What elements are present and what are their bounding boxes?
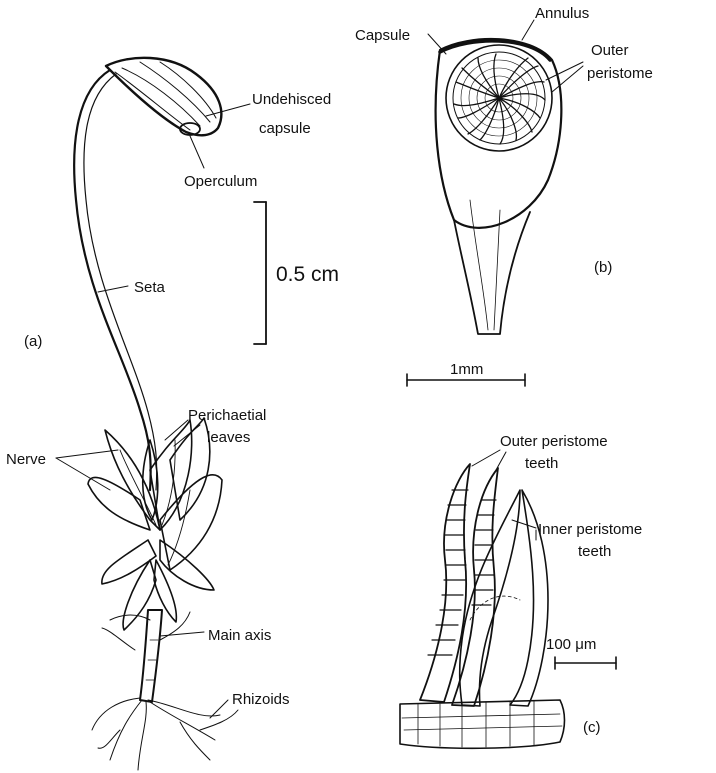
label-operculum: Operculum: [184, 173, 257, 190]
label-seta: Seta: [134, 279, 166, 296]
label-outer-2: peristome: [587, 65, 653, 82]
label-annulus: Annulus: [535, 5, 589, 22]
label-rhizoids: Rhizoids: [232, 691, 290, 708]
scale-label-b: 1mm: [450, 361, 483, 378]
label-outer-teeth-1: Outer peristome: [500, 433, 608, 450]
outer-peristome: [446, 45, 552, 151]
label-outer-1: Outer: [591, 42, 629, 59]
label-inner-teeth-2: teeth: [578, 543, 611, 560]
panel-c-teeth: [400, 464, 565, 748]
label-inner-teeth-1: Inner peristome: [538, 521, 642, 538]
panel-label-b: (b): [594, 259, 612, 276]
label-main-axis: Main axis: [208, 627, 271, 644]
panel-label-a: (a): [24, 333, 42, 350]
label-perichaetial-1: Perichaetial: [188, 407, 266, 424]
label-perichaetial-2: leaves: [207, 429, 250, 446]
label-undehisced-2: capsule: [259, 120, 311, 137]
label-outer-teeth-2: teeth: [525, 455, 558, 472]
scale-label-c: 100 μm: [546, 636, 596, 653]
label-undehisced-1: Undehisced: [252, 91, 331, 108]
scale-bar-a: [254, 202, 266, 344]
scale-label-a: 0.5 cm: [276, 263, 339, 286]
label-capsule: Capsule: [355, 27, 410, 44]
label-nerve: Nerve: [6, 451, 46, 468]
scale-bar-c: [555, 657, 616, 669]
inner-tooth-1: [460, 490, 520, 706]
panel-label-c: (c): [583, 719, 601, 736]
undehisced-capsule: [106, 58, 221, 135]
main-axis: [140, 610, 162, 702]
panel-b-capsule: [436, 39, 562, 334]
outer-tooth-1: [420, 464, 470, 702]
